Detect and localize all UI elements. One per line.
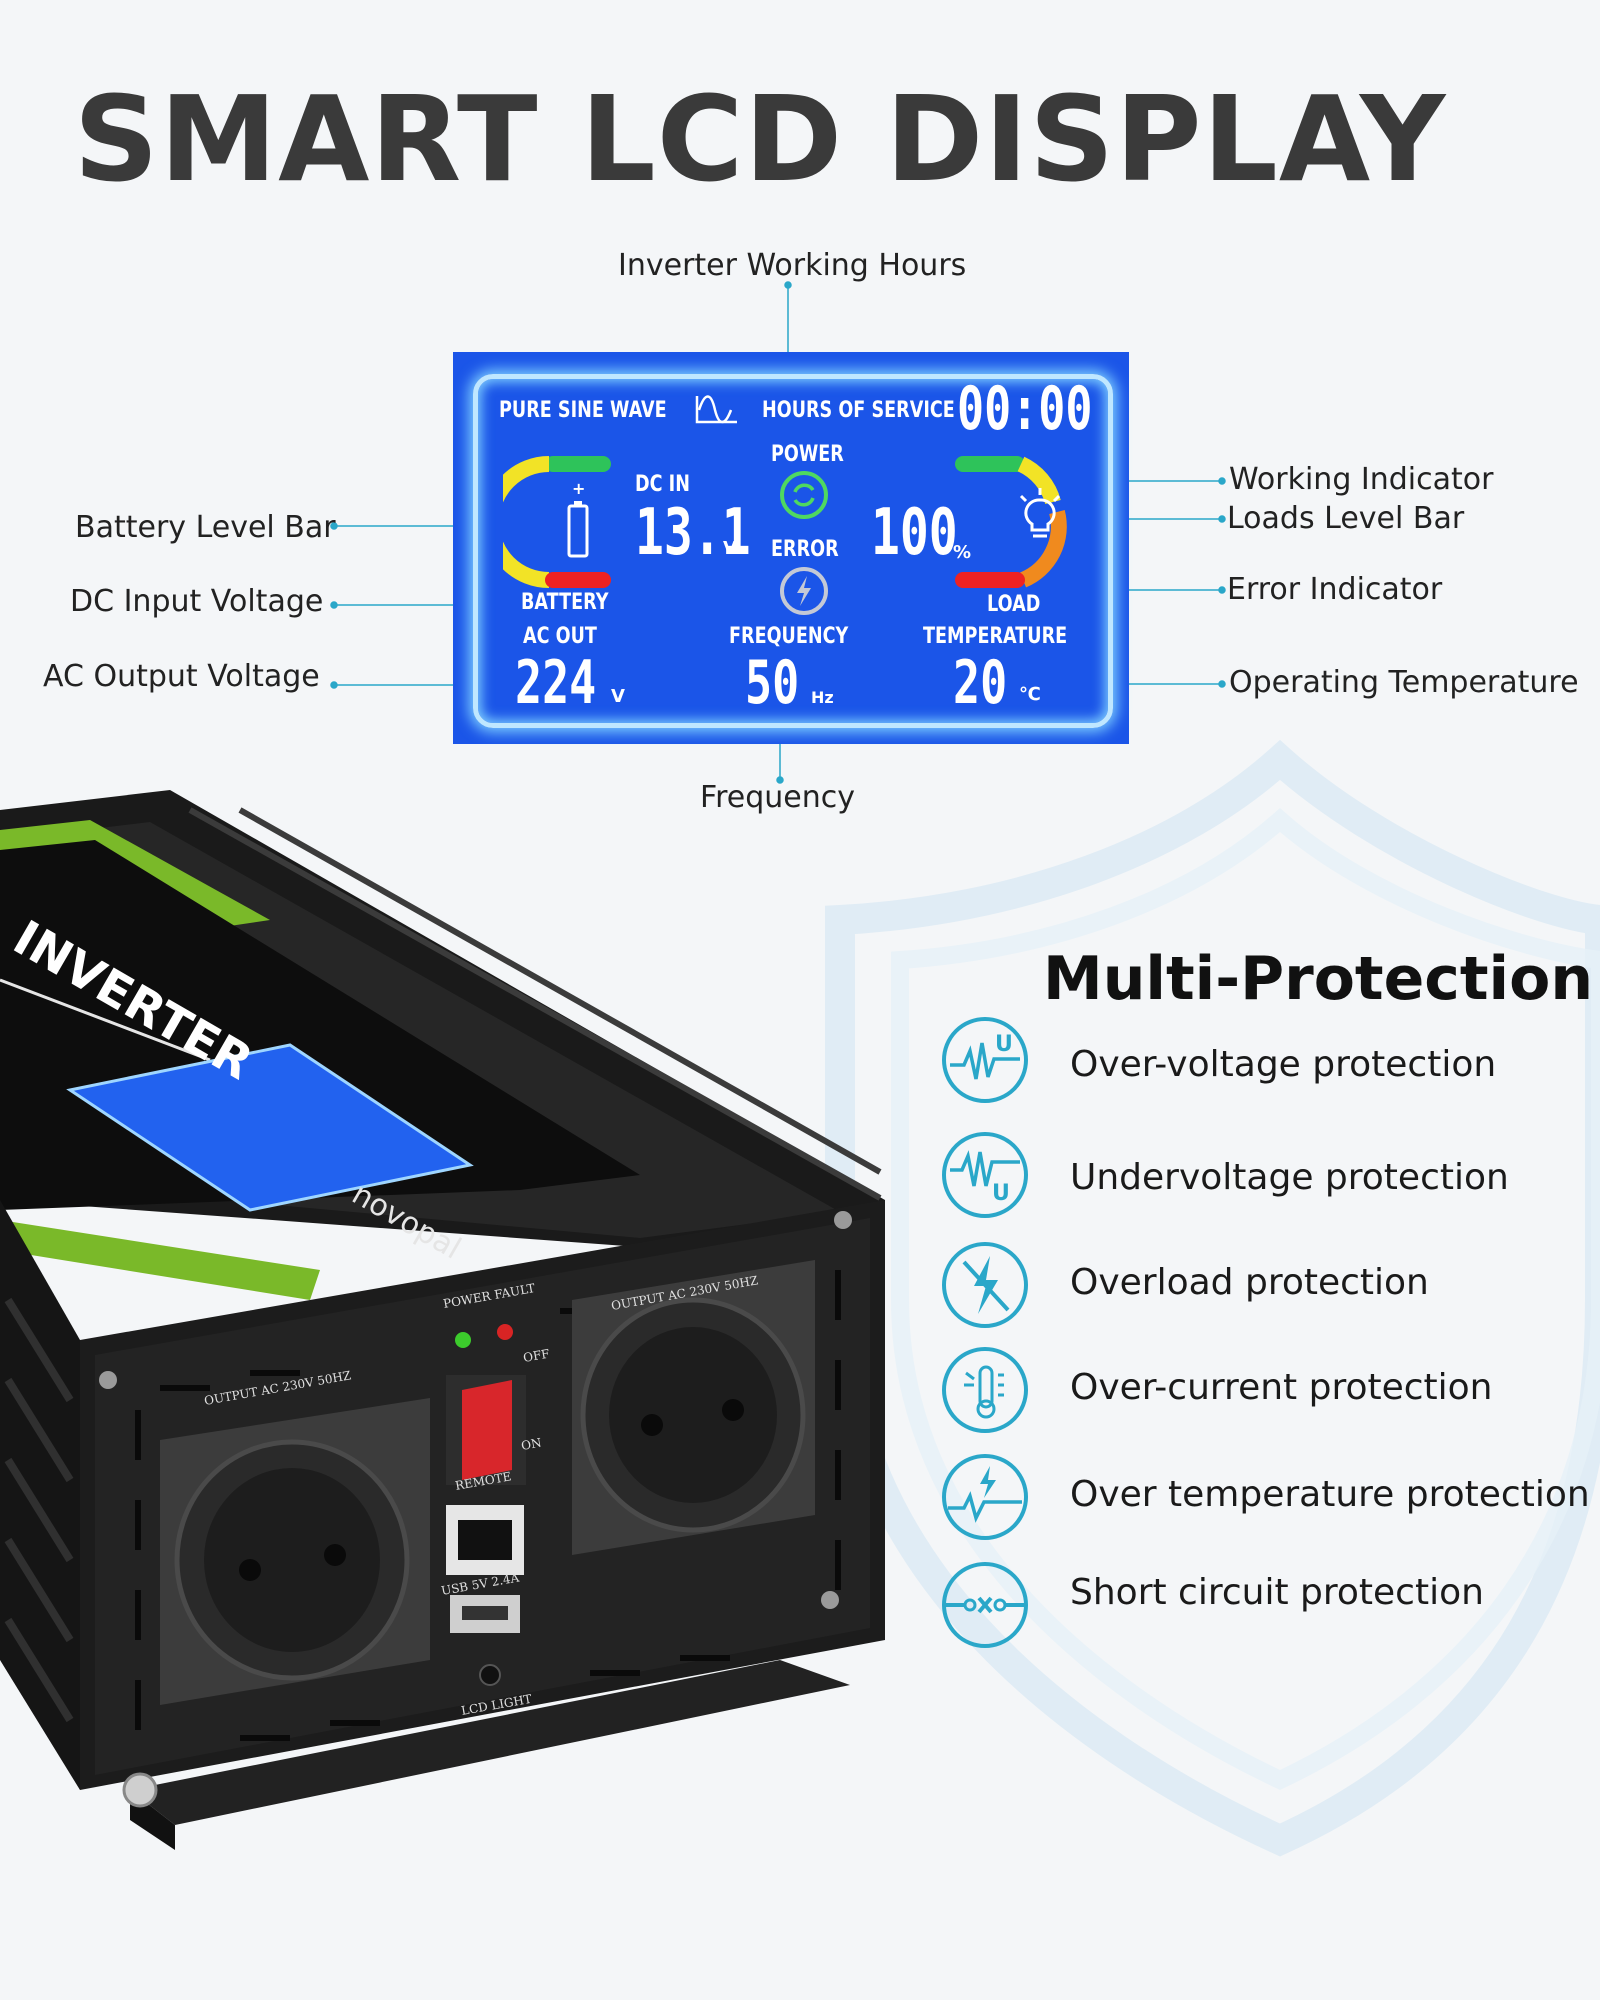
bulb-icon xyxy=(1019,488,1061,538)
short-circuit-icon xyxy=(942,1562,1028,1648)
lcd-dc-in-label: DC IN xyxy=(635,472,690,497)
error-indicator-icon xyxy=(780,567,828,615)
svg-text:U: U xyxy=(995,1032,1013,1057)
lcd-load-percent-unit: % xyxy=(953,542,972,563)
over-voltage-icon: U xyxy=(942,1017,1028,1103)
lcd-ac-out-value: 224 xyxy=(515,648,597,718)
callout-working-indicator: Working Indicator xyxy=(1229,462,1494,497)
overload-icon xyxy=(942,1242,1028,1328)
lcd-temperature-unit: ℃ xyxy=(1019,684,1041,705)
callout-dc-input: DC Input Voltage xyxy=(70,584,324,619)
svg-text:+: + xyxy=(572,482,585,498)
protection-item-label: Over-current protection xyxy=(1070,1367,1493,1408)
lcd-dc-in-value: 13.1 xyxy=(635,496,751,570)
lcd-dc-in-unit: V xyxy=(723,538,737,559)
inverter-device: novopal INVERTER POWER FAULT OUTPUT AC 2… xyxy=(0,790,885,1850)
device-switch-on: ON xyxy=(520,1436,542,1453)
battery-icon: + xyxy=(567,482,589,558)
protection-item-label: Short circuit protection xyxy=(1070,1572,1484,1613)
lcd-ac-out-label: AC OUT xyxy=(523,624,597,649)
lcd-hours-value: 00:00 xyxy=(957,374,1093,444)
lcd-hours-label: HOURS OF SERVICE xyxy=(762,398,955,423)
over-temperature-icon xyxy=(942,1454,1028,1540)
lcd-ac-out-unit: V xyxy=(611,686,625,707)
callout-ac-output: AC Output Voltage xyxy=(43,659,320,694)
callout-working-hours: Inverter Working Hours xyxy=(618,248,967,283)
lcd-load-label: LOAD xyxy=(987,592,1041,617)
loads-level-bar xyxy=(955,456,1067,588)
multi-protection-title: Multi-Protection xyxy=(1043,944,1594,1014)
shield-background xyxy=(825,740,1600,1857)
callout-frequency: Frequency xyxy=(700,780,855,815)
lcd-temperature-value: 20 xyxy=(953,648,1008,718)
lcd-frequency-unit: Hz xyxy=(811,688,834,707)
lcd-power-label: POWER xyxy=(771,442,844,467)
over-current-icon xyxy=(942,1347,1028,1433)
page-title: SMART LCD DISPLAY xyxy=(73,70,1447,208)
protection-item-label: Over-voltage protection xyxy=(1070,1044,1497,1085)
lcd-frequency-label: FREQUENCY xyxy=(729,624,849,649)
svg-text:U: U xyxy=(992,1181,1010,1206)
lcd-panel: PURE SINE WAVE HOURS OF SERVICE 00:00 PO… xyxy=(453,352,1129,744)
lcd-load-percent: 100 xyxy=(871,496,958,570)
lcd-pure-sine-label: PURE SINE WAVE xyxy=(499,398,667,423)
undervoltage-icon: U xyxy=(942,1132,1028,1218)
sine-wave-icon xyxy=(695,395,737,424)
callout-battery-level: Battery Level Bar xyxy=(75,510,336,545)
lcd-frequency-value: 50 xyxy=(745,648,800,718)
lcd-battery-label: BATTERY xyxy=(521,590,609,615)
callout-operating-temp: Operating Temperature xyxy=(1229,665,1579,700)
protection-item-label: Undervoltage protection xyxy=(1070,1157,1509,1198)
callout-error-indicator: Error Indicator xyxy=(1227,572,1443,607)
lcd-frame xyxy=(473,374,1113,728)
battery-level-bar xyxy=(503,456,611,588)
lcd-error-label: ERROR xyxy=(771,537,839,562)
protection-item-label: Over temperature protection xyxy=(1070,1474,1590,1515)
device-switch-off: OFF xyxy=(522,1347,551,1365)
lcd-temperature-label: TEMPERATURE xyxy=(923,624,1068,649)
protection-item-label: Overload protection xyxy=(1070,1262,1429,1303)
callout-loads-level: Loads Level Bar xyxy=(1227,501,1465,536)
power-indicator-icon xyxy=(780,471,828,519)
